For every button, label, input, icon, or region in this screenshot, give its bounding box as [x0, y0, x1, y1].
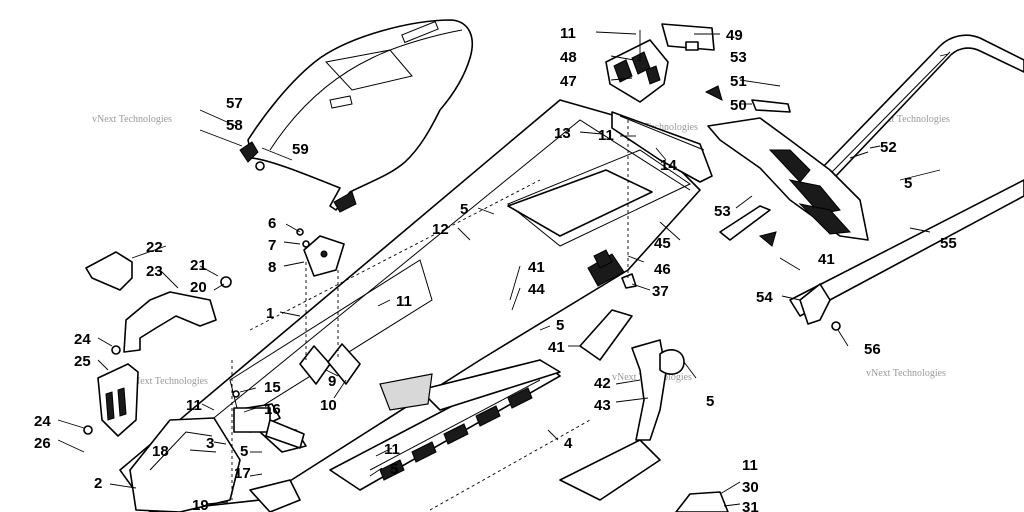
callout-21: 21: [190, 257, 207, 274]
callout-57: 57: [226, 95, 243, 112]
callout-41: 41: [818, 251, 835, 268]
callout-50: 50: [730, 97, 747, 114]
callout-5: 5: [904, 175, 912, 192]
callout-11: 11: [598, 127, 614, 144]
callout-46: 46: [654, 261, 671, 278]
tow-hitch: [83, 251, 232, 437]
callout-2: 2: [94, 475, 102, 492]
callout-6: 6: [268, 215, 276, 232]
callout-17: 17: [234, 465, 251, 482]
callout-5: 5: [556, 317, 564, 334]
snow-flap: [704, 85, 869, 247]
taillight-housing: [605, 23, 715, 103]
bracket-assembly: [296, 228, 361, 385]
callout-11: 11: [384, 441, 400, 458]
callout-37: 37: [652, 283, 669, 300]
rear-bracket-lower: [675, 491, 729, 512]
callout-24: 24: [74, 331, 91, 348]
callout-14: 14: [660, 157, 677, 174]
callout-25: 25: [74, 353, 91, 370]
callout-54: 54: [756, 289, 773, 306]
running-board: [329, 359, 661, 511]
watermark: vNext Technologies: [618, 122, 698, 133]
watermark: vNext Technologies: [866, 368, 946, 379]
callout-41: 41: [548, 339, 565, 356]
callout-59: 59: [292, 141, 309, 158]
callout-24: 24: [34, 413, 51, 430]
callout-51: 51: [730, 73, 747, 90]
callout-45: 45: [654, 235, 671, 252]
callout-5: 5: [240, 443, 248, 460]
callout-8: 8: [268, 259, 276, 276]
callout-15: 15: [264, 379, 281, 396]
callout-20: 20: [190, 279, 207, 296]
callout-58: 58: [226, 117, 243, 134]
callout-55: 55: [940, 235, 957, 252]
callout-11: 11: [560, 25, 576, 42]
callout-48: 48: [560, 49, 577, 66]
callout-11: 11: [396, 293, 412, 310]
callout-18: 18: [152, 443, 169, 460]
callout-43: 43: [594, 397, 611, 414]
callout-1: 1: [266, 305, 274, 322]
callout-5: 5: [390, 461, 398, 478]
callout-4: 4: [564, 435, 573, 452]
seat: [199, 19, 474, 213]
callout-labels: 1 2 3 4 5 5 5 5 5 5 6 7 8 9 10 11 11 11 …: [34, 25, 957, 512]
callout-31: 31: [742, 499, 759, 512]
callout-9: 9: [328, 373, 336, 390]
callout-49: 49: [726, 27, 743, 44]
callout-11: 11: [186, 397, 202, 414]
callout-19: 19: [192, 497, 209, 512]
callout-23: 23: [146, 263, 163, 280]
watermark: vNext Technologies: [870, 114, 950, 125]
callout-13: 13: [554, 125, 571, 142]
watermark: vNext Technologies: [92, 114, 172, 125]
callout-53: 53: [714, 203, 731, 220]
callout-26: 26: [34, 435, 51, 452]
side-panel: [579, 309, 697, 441]
callout-10: 10: [320, 397, 337, 414]
callout-41: 41: [528, 259, 545, 276]
callout-42: 42: [594, 375, 611, 392]
watermark: vNext Technologies: [128, 376, 208, 387]
rear-grab-handle: [789, 34, 1024, 331]
callout-3: 3: [206, 435, 214, 452]
callout-56: 56: [864, 341, 881, 358]
callout-30: 30: [742, 479, 759, 496]
callout-11: 11: [742, 457, 758, 474]
callout-52: 52: [880, 139, 897, 156]
callout-5: 5: [460, 201, 468, 218]
leader-lines: [57, 31, 941, 507]
callout-53: 53: [730, 49, 747, 66]
callout-44: 44: [528, 281, 545, 298]
callout-47: 47: [560, 73, 577, 90]
callout-7: 7: [268, 237, 276, 254]
control-module: [232, 390, 305, 449]
callout-22: 22: [146, 239, 163, 256]
callout-16: 16: [264, 401, 281, 418]
callout-12: 12: [432, 221, 449, 238]
callout-5: 5: [706, 393, 714, 410]
